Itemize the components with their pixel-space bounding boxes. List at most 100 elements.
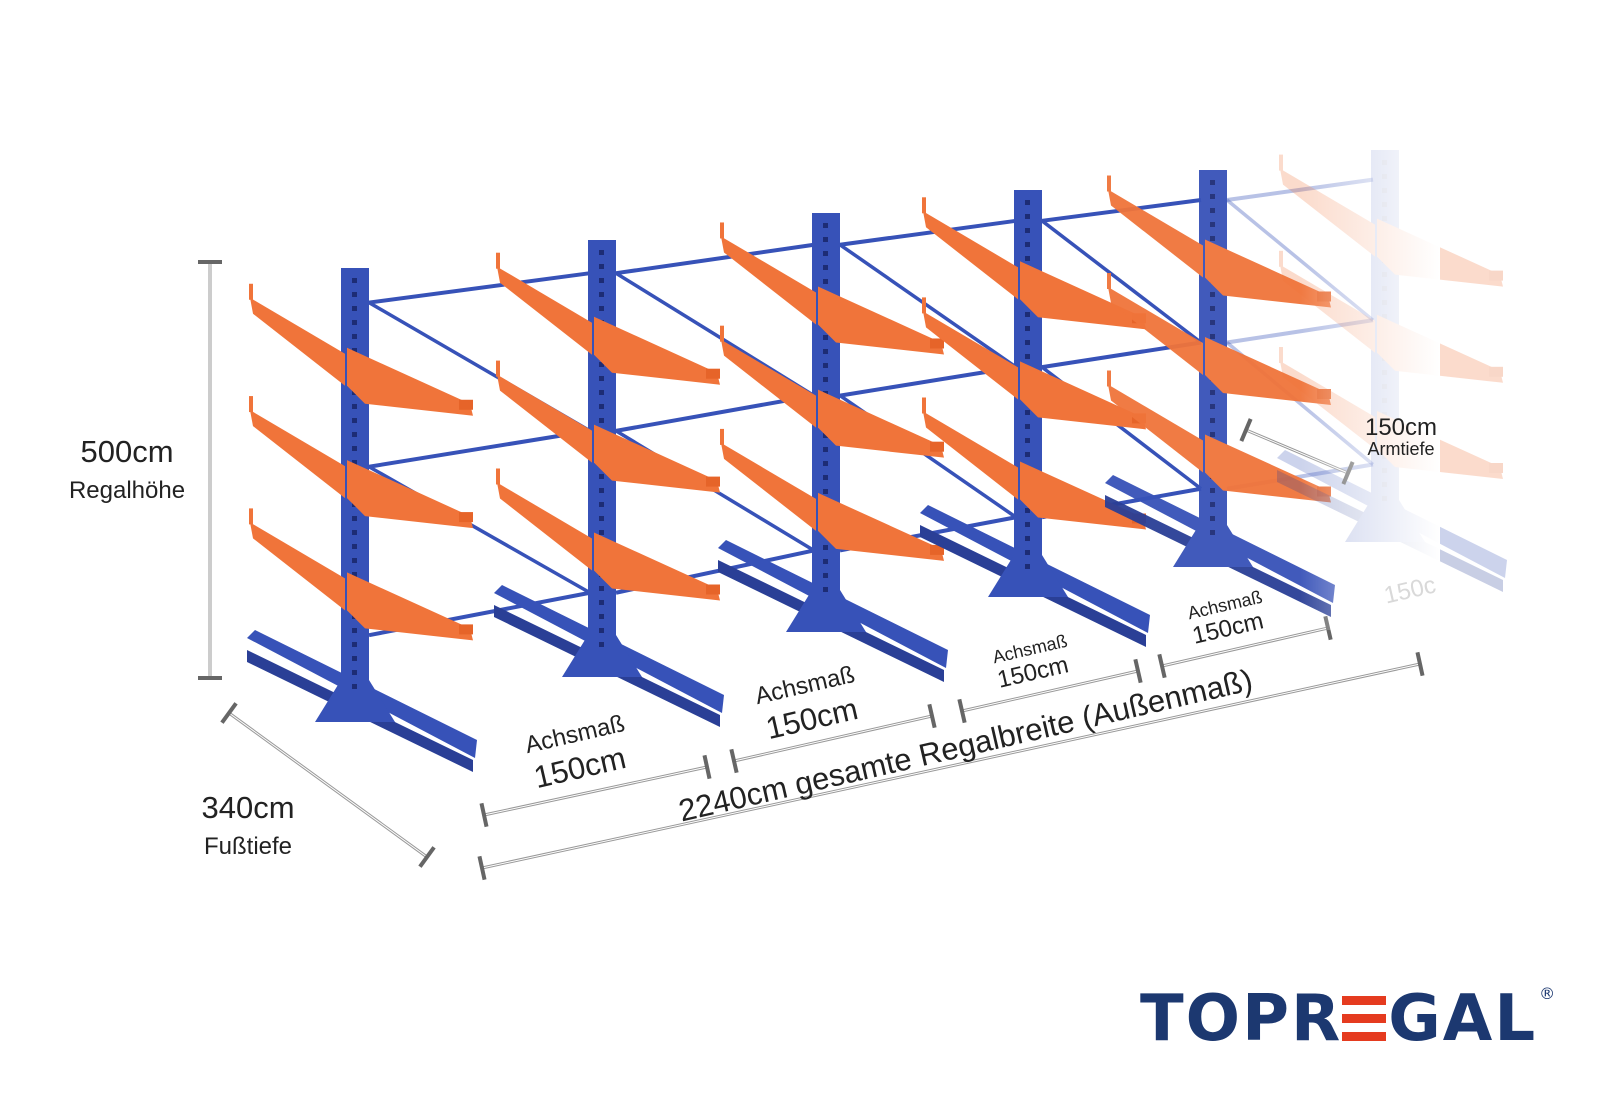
arm-depth-dimension-cap-start (1239, 418, 1253, 442)
foot-depth-caption: Fußtiefe (203, 833, 293, 860)
column-hole (1210, 306, 1215, 311)
arm-left (1108, 287, 1203, 375)
bay-1-dimension-inner (483, 766, 708, 816)
rack-upright (718, 213, 948, 682)
rack-upright (247, 268, 477, 772)
column-hole (352, 572, 357, 577)
arm-left-stop (922, 197, 926, 214)
arm-right-tip (706, 584, 720, 595)
column-hole (1025, 242, 1030, 247)
rack-upright (920, 190, 1150, 647)
column-hole (823, 489, 828, 494)
arm-left (923, 311, 1018, 400)
column-hole (352, 446, 357, 451)
column-hole (352, 516, 357, 521)
column-hole (1210, 292, 1215, 297)
arm-right-tip (459, 399, 473, 410)
bay-4-dimension-inner (1161, 627, 1329, 667)
arm-right (594, 532, 720, 601)
column-hole (599, 488, 604, 493)
column-hole (823, 559, 828, 564)
arm-right (818, 492, 944, 561)
column-hole (599, 530, 604, 535)
arm-right-tip (1489, 270, 1503, 281)
column-hole (599, 600, 604, 605)
arm-left-stop (720, 222, 724, 239)
column-hole (1025, 536, 1030, 541)
column-hole (599, 306, 604, 311)
column-hole (352, 460, 357, 465)
column-hole (352, 628, 357, 633)
arm-left (497, 266, 592, 355)
arm-left-stop (1107, 370, 1111, 387)
arm-right-tip (1489, 463, 1503, 473)
column-hole (1025, 564, 1030, 569)
column-hole (599, 586, 604, 591)
arm-left-stop (922, 297, 926, 314)
column-hole (1025, 256, 1030, 261)
arm-right (347, 347, 473, 416)
column-hole (352, 670, 357, 675)
column-hole (1025, 214, 1030, 219)
column-hole (823, 363, 828, 368)
bay-3-dimension-inner (961, 670, 1139, 712)
column-hole (1025, 326, 1030, 331)
column-hole (599, 614, 604, 619)
column-hole (1025, 550, 1030, 555)
arm-left-stop (1279, 250, 1283, 267)
column-hole (1210, 236, 1215, 241)
foot-depth-dimension-inner (228, 712, 428, 858)
arm-left-stop (249, 396, 253, 413)
arm-right-tip (706, 368, 720, 379)
column-hole (1210, 194, 1215, 199)
arm-right-tip (930, 544, 944, 555)
foot-depth-dimension-cap-end (418, 846, 436, 868)
arm-right-tip (459, 624, 473, 635)
arm-left-stop (1107, 175, 1111, 192)
column-hole (352, 544, 357, 549)
column-hole (823, 573, 828, 578)
column-hole (1025, 522, 1030, 527)
column-hole (1210, 222, 1215, 227)
column-hole (599, 250, 604, 255)
arm-left (923, 411, 1018, 500)
arm-left (1108, 189, 1203, 278)
column-hole (823, 251, 828, 256)
column-foot (1173, 525, 1253, 567)
column-hole (823, 349, 828, 354)
column-hole (1210, 530, 1215, 535)
column-hole (1025, 424, 1030, 429)
column-foot (988, 555, 1068, 597)
arm-left-stop (720, 325, 724, 342)
column-hole (599, 642, 604, 647)
arm-left-stop (496, 360, 500, 377)
dimension-lines (198, 260, 1425, 881)
arm-right (1205, 434, 1331, 503)
registered-mark: ® (1539, 984, 1556, 1003)
arm-right (1020, 261, 1146, 330)
column-hole (352, 404, 357, 409)
column-hole (352, 348, 357, 353)
bay-1-dimension-cap-start (479, 802, 489, 828)
arm-left-stop (720, 428, 724, 445)
column-hole (1025, 200, 1030, 205)
column-hole (352, 320, 357, 325)
column-hole (599, 516, 604, 521)
brace-horizontal (368, 428, 591, 469)
column-hole (352, 558, 357, 563)
column-hole (1025, 410, 1030, 415)
rack-upright (494, 240, 724, 727)
column-foot (786, 590, 866, 632)
column-hole (599, 376, 604, 381)
arm-right-tip (930, 338, 944, 349)
column-hole (823, 335, 828, 340)
arm-left (923, 211, 1018, 300)
column-hole (599, 628, 604, 633)
arm-right-tip (1489, 366, 1503, 377)
bay-4-dimension-cap-start (1157, 653, 1167, 679)
foot-depth-value: 340cm (201, 790, 295, 825)
arm-right (818, 286, 944, 355)
column-hole (823, 545, 828, 550)
column-hole (1025, 228, 1030, 233)
arm-right-tip (459, 512, 473, 523)
